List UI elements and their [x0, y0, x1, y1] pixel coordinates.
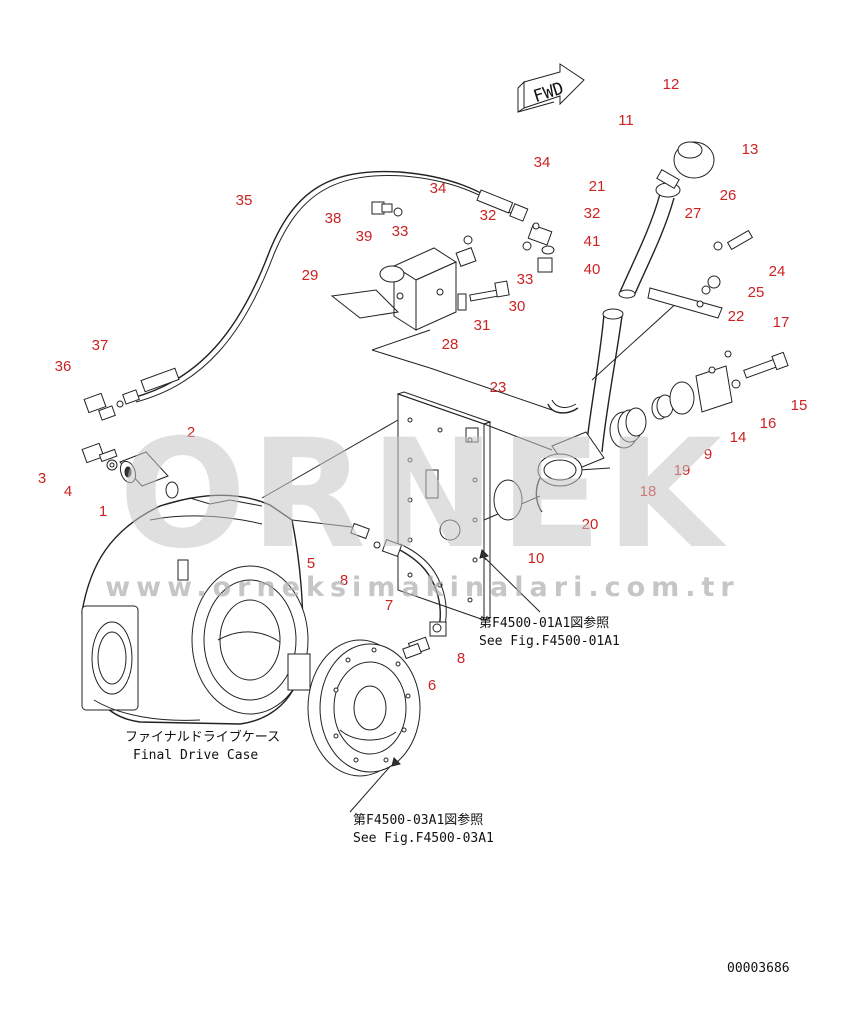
- callout-29: 29: [302, 267, 319, 284]
- callout-8: 8: [340, 572, 348, 589]
- callout-40: 40: [584, 261, 601, 278]
- callout-11: 11: [618, 112, 634, 129]
- callout-25: 25: [748, 284, 765, 301]
- fwd-arrow: FWD: [517, 63, 585, 113]
- ref-arrows: [391, 549, 489, 767]
- callout-5: 5: [307, 555, 315, 572]
- leader-lines: [261, 299, 681, 813]
- callout-23: 23: [490, 379, 507, 396]
- callout-2: 2: [187, 424, 195, 441]
- callout-18: 18: [640, 483, 657, 500]
- breather-assembly: [618, 141, 754, 319]
- fittings-top: [371, 201, 555, 273]
- callout-9: 9: [704, 446, 712, 463]
- callout-19: 19: [674, 462, 691, 479]
- cover-plate: [396, 391, 492, 621]
- callout-32: 32: [480, 207, 497, 224]
- callout-22: 22: [728, 308, 745, 325]
- callout-37: 37: [92, 337, 109, 354]
- callout-14: 14: [730, 429, 747, 446]
- tube-20: [493, 308, 624, 521]
- callout-36: 36: [55, 358, 72, 375]
- final-drive-case: [81, 494, 311, 725]
- drawing-number: 00003686: [727, 961, 790, 976]
- callout-20: 20: [582, 516, 599, 533]
- final-drive-jp: ファイナルドライブケース: [125, 729, 280, 745]
- callout-31: 31: [474, 317, 491, 334]
- callout-35: 35: [236, 192, 253, 209]
- hose-35: [131, 170, 529, 403]
- valve-block-28: [330, 247, 510, 331]
- callout-41: 41: [584, 233, 601, 250]
- bottom-flange: [307, 639, 421, 777]
- callout-39: 39: [356, 228, 373, 245]
- ref-top-en: See Fig.F4500-01A1: [479, 634, 620, 649]
- callout-10: 10: [528, 550, 545, 567]
- callout-8: 8: [457, 650, 465, 667]
- callout-28: 28: [442, 336, 459, 353]
- callout-38: 38: [325, 210, 342, 227]
- callout-26: 26: [720, 187, 737, 204]
- callout-16: 16: [760, 415, 777, 432]
- callout-27: 27: [685, 205, 702, 222]
- callout-21: 21: [589, 178, 606, 195]
- fitting-1-4: [81, 442, 179, 499]
- ref-bottom-en: See Fig.F4500-03A1: [353, 831, 494, 846]
- callout-3: 3: [38, 470, 46, 487]
- callout-17: 17: [773, 314, 790, 331]
- callout-4: 4: [64, 483, 72, 500]
- callout-6: 6: [428, 677, 436, 694]
- final-drive-en: Final Drive Case: [133, 748, 258, 763]
- reference-labels: 第F4500-01A1図参照 See Fig.F4500-01A1 ファイナルド…: [125, 615, 790, 976]
- callout-1: 1: [99, 503, 107, 520]
- callout-12: 12: [663, 76, 680, 93]
- callout-30: 30: [509, 298, 526, 315]
- bolts-5-6-8: [402, 623, 442, 660]
- callout-15: 15: [791, 397, 808, 414]
- fitting-36-37: [83, 389, 140, 421]
- callout-32: 32: [584, 205, 601, 222]
- callout-34: 34: [430, 180, 447, 197]
- ref-bottom-jp: 第F4500-03A1図参照: [353, 812, 483, 828]
- callout-33: 33: [517, 271, 534, 288]
- strainer-assembly: [609, 350, 789, 449]
- callout-7: 7: [385, 597, 393, 614]
- callout-13: 13: [742, 141, 759, 158]
- callout-34: 34: [534, 154, 551, 171]
- callout-24: 24: [769, 263, 786, 280]
- ref-top-jp: 第F4500-01A1図参照: [479, 615, 609, 631]
- callout-33: 33: [392, 223, 409, 240]
- part-number-callouts: 1234567889101112131415161718192021222324…: [38, 76, 808, 694]
